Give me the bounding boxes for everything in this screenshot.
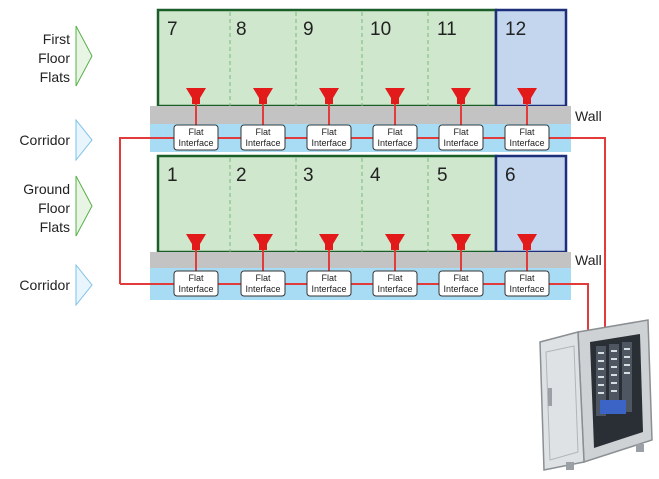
ground-floor-block: 1 2 3 4 5 6	[156, 154, 568, 254]
interface-label-line-2: Interface	[178, 138, 213, 148]
interface-label-line-2: Interface	[178, 284, 213, 294]
flat-interface-box: Flat Interface	[306, 124, 352, 151]
sounder-icon	[253, 88, 273, 104]
interface-label-line-2: Interface	[311, 138, 346, 148]
ground-floor-chevron-icon	[75, 175, 93, 237]
interface-label-line-1: Flat	[519, 127, 535, 137]
sounder-icon	[385, 88, 405, 104]
flat-interface-box: Flat Interface	[504, 124, 550, 151]
control-panel-cabinet-icon	[539, 319, 653, 471]
sounder-icon	[319, 88, 339, 104]
sounder-icon	[186, 234, 206, 250]
ground-floor-label-line-1: Ground	[23, 181, 70, 197]
sounder-icon	[451, 234, 471, 250]
ground-floor-label-line-2: Floor	[38, 200, 70, 216]
interface-label-line-1: Flat	[519, 273, 535, 283]
first-floor-label-line-3: Flats	[40, 69, 70, 85]
flat-interface-box: Flat Interface	[306, 270, 352, 297]
flat-interface-box: Flat Interface	[372, 124, 418, 151]
interface-label-line-2: Interface	[311, 284, 346, 294]
sounder-icon	[385, 234, 405, 250]
flat-number-11: 11	[437, 19, 457, 40]
sounder-icon	[517, 234, 537, 250]
sounder-icon	[186, 88, 206, 104]
first-floor-label-line-2: Floor	[38, 50, 70, 66]
flat-number-12: 12	[505, 19, 526, 40]
interface-label-line-2: Interface	[509, 284, 544, 294]
flat-interface-box: Flat Interface	[240, 124, 286, 151]
interface-label-line-2: Interface	[245, 284, 280, 294]
flat-number-3: 3	[303, 165, 314, 186]
first-floor-flats-label: First Floor Flats	[38, 25, 93, 87]
flat-interface-box: Flat Interface	[504, 270, 550, 297]
interface-label-line-2: Interface	[245, 138, 280, 148]
corridor-upper-label: Corridor	[19, 118, 93, 162]
lower-sounders	[186, 234, 537, 250]
flat-number-10: 10	[370, 19, 391, 40]
interface-label-line-1: Flat	[387, 273, 403, 283]
sounder-icon	[319, 234, 339, 250]
interface-label-line-1: Flat	[453, 273, 469, 283]
first-floor-chevron-icon	[75, 25, 93, 87]
flat-number-7: 7	[167, 19, 178, 40]
interface-label-line-2: Interface	[509, 138, 544, 148]
interface-label-line-1: Flat	[387, 127, 403, 137]
corridor-upper-chevron-icon	[75, 118, 93, 162]
flat-interface-box: Flat Interface	[173, 124, 219, 151]
lower-interfaces: Flat Interface Flat Interface Flat Inter…	[173, 270, 550, 297]
first-floor-partitions	[229, 12, 429, 106]
flat-number-2: 2	[236, 165, 247, 186]
flat-number-9: 9	[303, 19, 314, 40]
interface-label-line-1: Flat	[255, 273, 271, 283]
interface-label-line-1: Flat	[453, 127, 469, 137]
lower-wall-label: Wall	[575, 252, 602, 268]
first-floor-block: 7 8 9 10 11 12	[156, 8, 568, 108]
flat-interface-box: Flat Interface	[173, 270, 219, 297]
ground-floor-flats-label: Ground Floor Flats	[23, 175, 93, 237]
first-floor-label-line-1: First	[43, 31, 70, 47]
interface-label-line-2: Interface	[377, 138, 412, 148]
interface-label-line-1: Flat	[188, 127, 204, 137]
sounder-icon	[517, 88, 537, 104]
flat-interface-box: Flat Interface	[240, 270, 286, 297]
interface-label-line-1: Flat	[188, 273, 204, 283]
corridor-upper-text: Corridor	[19, 132, 70, 148]
sounder-icon	[451, 88, 471, 104]
ground-floor-label-line-3: Flats	[40, 219, 70, 235]
interface-label-line-1: Flat	[321, 127, 337, 137]
ground-floor-partitions	[229, 158, 429, 252]
upper-sounders	[186, 88, 537, 104]
flat-number-4: 4	[370, 165, 381, 186]
corridor-lower-label: Corridor	[19, 263, 93, 307]
sounder-icon	[253, 234, 273, 250]
interface-label-line-1: Flat	[255, 127, 271, 137]
flat-number-8: 8	[236, 19, 247, 40]
flat-interface-box: Flat Interface	[438, 124, 484, 151]
interface-label-line-2: Interface	[377, 284, 412, 294]
flat-number-1: 1	[167, 165, 178, 186]
flat-interface-box: Flat Interface	[438, 270, 484, 297]
flat-interface-box: Flat Interface	[372, 270, 418, 297]
upper-wall	[150, 106, 571, 124]
upper-wall-label: Wall	[575, 108, 602, 124]
interface-label-line-2: Interface	[443, 284, 478, 294]
corridor-lower-chevron-icon	[75, 263, 93, 307]
interface-label-line-2: Interface	[443, 138, 478, 148]
flat-number-6: 6	[505, 165, 516, 186]
corridor-lower-text: Corridor	[19, 277, 70, 293]
flat-number-5: 5	[437, 165, 448, 186]
upper-interfaces: Flat Interface Flat Interface Flat Inter…	[173, 124, 550, 151]
lower-wall	[150, 252, 571, 268]
interface-label-line-1: Flat	[321, 273, 337, 283]
